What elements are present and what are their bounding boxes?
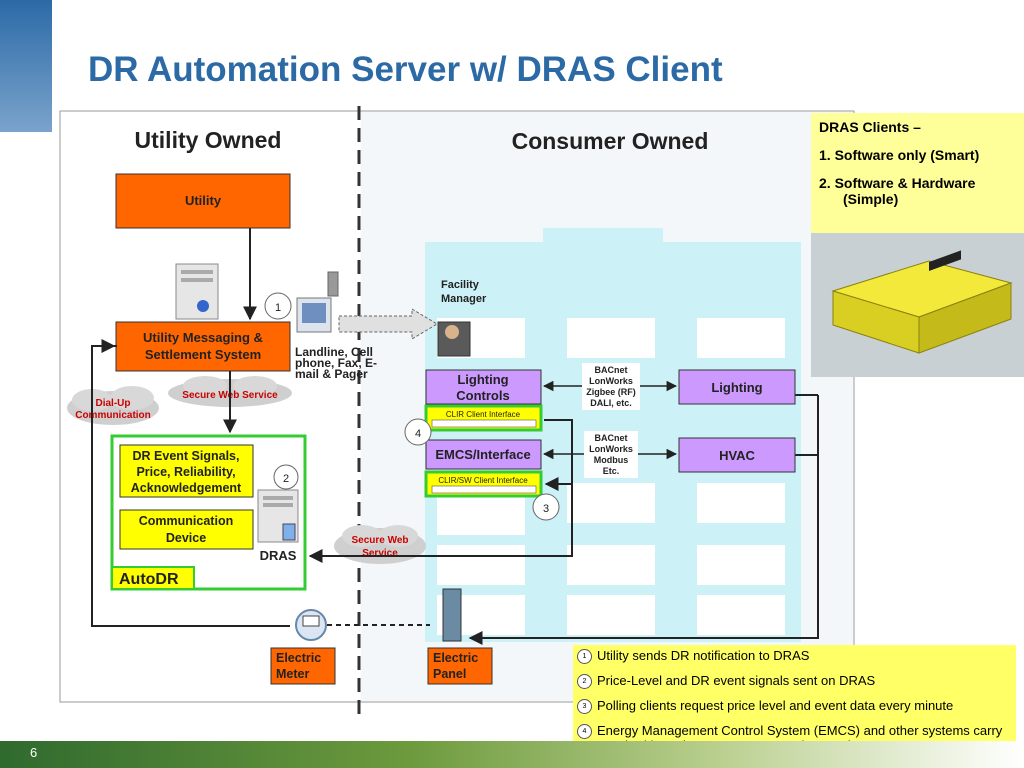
callout-2 <box>273 464 299 490</box>
page-number: 6 <box>30 745 38 760</box>
autodr-container <box>110 434 307 591</box>
electric-panel-box <box>427 647 493 685</box>
meter-icon <box>295 609 327 641</box>
dras-clients-heading: DRAS Clients – <box>819 119 921 135</box>
consumer-owned-label: Consumer Owned <box>512 128 709 154</box>
lighting-controls-label-2: Controls <box>456 388 509 403</box>
bacnet-1-line-4: DALI, etc. <box>590 398 632 408</box>
legend-text-1: Utility sends DR notification to DRAS <box>597 648 810 663</box>
lighting-box <box>678 369 796 405</box>
facility-manager-label-1: Facility <box>441 279 480 291</box>
communication-device-box <box>119 509 254 550</box>
communication-device-label-1: Communication <box>139 514 233 528</box>
dial-up-label-1: Dial-Up <box>96 398 131 409</box>
clir-terminal-strip-2 <box>431 485 537 494</box>
clir-terminal-strip-1 <box>431 419 537 428</box>
dras-server-icon <box>257 489 299 543</box>
bacnet-1-line-3: Zigbee (RF) <box>586 387 636 397</box>
callout-3-num: 3 <box>543 503 549 515</box>
landline-note-3: mail & Pager <box>295 367 368 381</box>
bacnet-2-line-3: Modbus <box>594 455 629 465</box>
legend-num-2: 2 <box>577 674 592 689</box>
legend-num-3: 3 <box>577 699 592 714</box>
callout-4 <box>404 418 432 446</box>
dras-device-photo <box>811 233 1024 377</box>
phone-fax-icon <box>296 271 339 333</box>
protocol-note-1-bg <box>582 363 640 410</box>
corner-accent <box>0 0 52 132</box>
dial-up-cloud <box>67 386 159 425</box>
dras-label: DRAS <box>260 548 297 563</box>
electric-panel-label-2: Panel <box>433 667 466 681</box>
legend-num-4: 4 <box>577 724 592 739</box>
dr-event-label-3: Acknowledgement <box>131 481 242 495</box>
communication-device-label-2: Device <box>166 531 206 545</box>
legend-item-1: 1 Utility sends DR notification to DRAS <box>577 648 1012 664</box>
legend-item-2: 2 Price-Level and DR event signals sent … <box>577 673 1012 689</box>
electric-meter-label-1: Electric <box>276 651 321 665</box>
electric-panel-label-1: Electric <box>433 651 478 665</box>
secure-web-service-2-label-2: Service <box>362 548 398 559</box>
autodr-tag <box>111 566 195 590</box>
bacnet-2-line-2: LonWorks <box>589 444 633 454</box>
legend-num-1: 1 <box>577 649 592 664</box>
bacnet-1-line-2: LonWorks <box>589 376 633 386</box>
utility-messaging-label-2: Settlement System <box>145 347 261 362</box>
clir-sw-client-interface-label: CLIR/SW Client Interface <box>438 476 528 485</box>
hvac-label: HVAC <box>719 448 755 463</box>
dras-clients-item-2: 2. Software & Hardware <box>819 175 976 191</box>
bacnet-1-line-1: BACnet <box>595 365 628 375</box>
emcs-interface-label: EMCS/Interface <box>435 447 530 462</box>
bacnet-2-line-1: BACnet <box>595 433 628 443</box>
facility-manager-avatar <box>445 325 459 339</box>
facility-manager-label-2: Manager <box>441 293 487 305</box>
dras-clients-item-3: (Simple) <box>843 191 899 207</box>
dras-clients-item-1: 1. Software only (Smart) <box>819 147 980 163</box>
emcs-interface-box <box>425 439 542 470</box>
lighting-controls-label-1: Lighting <box>457 372 508 387</box>
secure-web-service-2-label-1: Secure Web <box>351 535 408 546</box>
callout-1-num: 1 <box>275 302 281 314</box>
dras-clients-panel: DRAS Clients – 1. Software only (Smart) … <box>811 113 1024 233</box>
loads-to-panel-line <box>468 395 819 645</box>
dr-event-label-2: Price, Reliability, <box>136 465 235 479</box>
utility-label: Utility <box>185 193 222 208</box>
footer-bar <box>0 741 1024 768</box>
dial-up-label-2: Communication <box>75 410 151 421</box>
landline-note-1: Landline, Cell <box>295 345 373 359</box>
lighting-label: Lighting <box>711 380 762 395</box>
legend-item-3: 3 Polling clients request price level an… <box>577 698 1012 714</box>
electric-panel-icon <box>442 588 462 642</box>
protocol-note-2-bg <box>584 431 638 478</box>
clients-to-dras-line <box>308 419 573 563</box>
electric-meter-label-2: Meter <box>276 667 309 681</box>
utility-owned-label: Utility Owned <box>135 127 282 153</box>
bacnet-2-line-4: Etc. <box>603 466 620 476</box>
callout-1 <box>264 292 292 320</box>
server-icon <box>175 263 219 320</box>
callout-4-num: 4 <box>415 428 421 440</box>
utility-messaging-box <box>115 321 291 372</box>
notification-arrow <box>338 308 438 340</box>
lighting-controls-box <box>425 369 542 405</box>
dr-event-signals-box <box>119 444 254 498</box>
autodr-label: AutoDR <box>119 571 179 588</box>
legend-text-3: Polling clients request price level and … <box>597 698 954 713</box>
clir-client-interface-label: CLIR Client Interface <box>446 410 521 419</box>
electric-meter-box <box>270 647 336 685</box>
callout-2-num: 2 <box>283 473 289 485</box>
hvac-box <box>678 437 796 473</box>
legend-text-2: Price-Level and DR event signals sent on… <box>597 673 876 688</box>
dr-event-label-1: DR Event Signals, <box>133 449 240 463</box>
utility-messaging-label-1: Utility Messaging & <box>143 330 263 345</box>
utility-box <box>115 173 291 229</box>
landline-note-2: phone, Fax, E- <box>295 356 377 370</box>
callout-3 <box>532 493 560 521</box>
slide-title: DR Automation Server w/ DRAS Client <box>88 50 723 89</box>
